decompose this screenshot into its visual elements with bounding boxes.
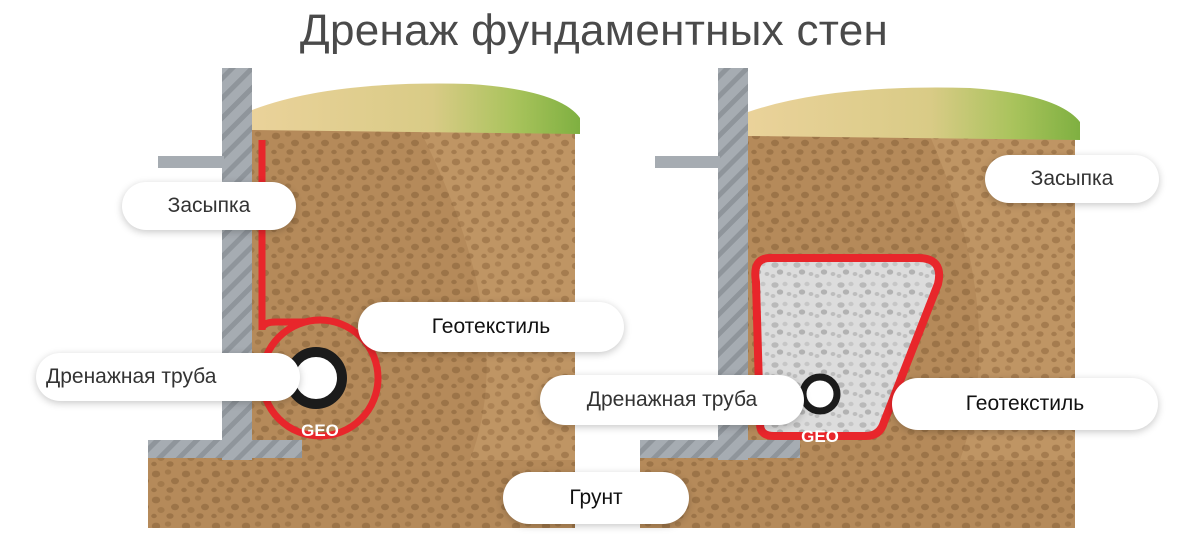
label-drain-pipe-right: Дренажная труба [540,375,804,425]
drain-pipe-right [799,373,841,415]
floor-slab-right [655,156,720,168]
foundation-wall-left [222,68,252,460]
geotextile-line-left [258,140,320,331]
page-title: Дренаж фундаментных стен [299,6,889,55]
label-geotextile-left: Геотекстиль [358,302,624,352]
right-diagram: GEO [640,68,1080,528]
backfill-shade-left [420,130,575,460]
surface-mound-right [748,87,1080,140]
label-backfill-right: Засыпка [985,155,1159,203]
label-geotextile-right: Геотекстиль [892,378,1158,430]
label-ground: Грунт [503,472,689,524]
label-drain-pipe-left: Дренажная труба [36,353,300,401]
surface-mound-left [252,83,580,134]
label-backfill-left: Засыпка [122,182,296,230]
ground-layer-right [640,452,1075,528]
footing-right [640,440,800,458]
pipe-marking-right: GEO [801,427,839,446]
pipe-marking-left: GEO [301,421,339,440]
left-diagram: GEO [148,68,580,528]
footing-left [148,440,302,458]
ground-layer-left [148,452,575,528]
floor-slab-left [158,156,224,168]
